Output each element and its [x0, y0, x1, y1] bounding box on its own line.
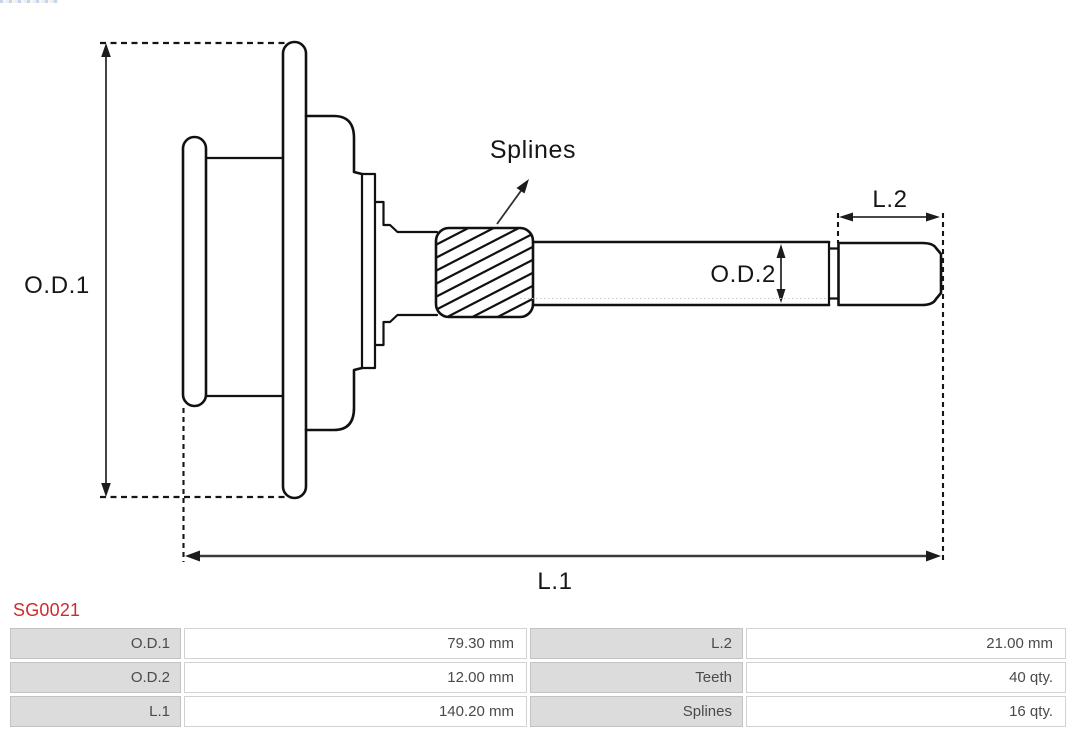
spec-value-cell: 16 qty. — [746, 696, 1066, 727]
arrow-right-icon — [926, 550, 941, 562]
od1-dimension — [101, 43, 111, 497]
arrow-down-icon — [101, 483, 111, 497]
l1-label: L.1 — [537, 568, 572, 595]
spec-label-cell: Teeth — [530, 662, 743, 693]
spec-label-cell: Splines — [530, 696, 743, 727]
l2-label: L.2 — [872, 186, 907, 213]
extension-lines — [100, 41, 945, 562]
body-shoulder-bottom — [304, 366, 364, 432]
gear-part-outline — [181, 40, 943, 500]
hub-step-top — [373, 200, 439, 234]
arrow-right-icon — [926, 212, 940, 222]
splines-label: Splines — [490, 136, 576, 164]
hub-step-bottom — [373, 313, 439, 347]
spec-label-cell: L.1 — [10, 696, 181, 727]
arrow-up-right-icon — [516, 179, 529, 194]
splines-leader-line — [496, 187, 524, 225]
small-disc-outline — [181, 135, 208, 408]
body-shoulder-top — [304, 114, 364, 176]
l2-dimension — [839, 212, 940, 222]
top-left-artifact — [0, 0, 58, 3]
shaft-neck-groove — [827, 247, 840, 300]
od2-dimension — [776, 244, 786, 303]
spline-hatch — [437, 229, 532, 316]
spec-label-cell: O.D.2 — [10, 662, 181, 693]
arrow-left-icon — [839, 212, 853, 222]
spec-value-cell: 79.30 mm — [184, 628, 527, 659]
retainer-plate-outline — [360, 172, 377, 370]
arrow-up-icon — [101, 43, 111, 57]
flange-disc-outline — [281, 40, 308, 500]
splines-leader — [496, 179, 529, 225]
arrow-left-icon — [185, 550, 200, 562]
l1-dimension — [185, 550, 941, 562]
spec-value-cell: 21.00 mm — [746, 628, 1066, 659]
spec-value-cell: 40 qty. — [746, 662, 1066, 693]
part-number: SG0021 — [13, 600, 81, 620]
od2-label: O.D.2 — [710, 261, 776, 288]
arrow-down-icon — [776, 289, 786, 303]
od1-label: O.D.1 — [24, 272, 90, 299]
shaft-end-cap-outline — [837, 241, 943, 307]
technical-drawing: O.D.1 Splines O.D.2 L.2 L.1 — [24, 40, 945, 595]
spec-label-cell: O.D.1 — [10, 628, 181, 659]
spec-table: O.D.1 79.30 mm L.2 21.00 mm O.D.2 12.00 … — [10, 628, 1066, 727]
spec-value-cell: 12.00 mm — [184, 662, 527, 693]
spec-value-cell: 140.20 mm — [184, 696, 527, 727]
spec-label-cell: L.2 — [530, 628, 743, 659]
arrow-up-icon — [776, 244, 786, 258]
